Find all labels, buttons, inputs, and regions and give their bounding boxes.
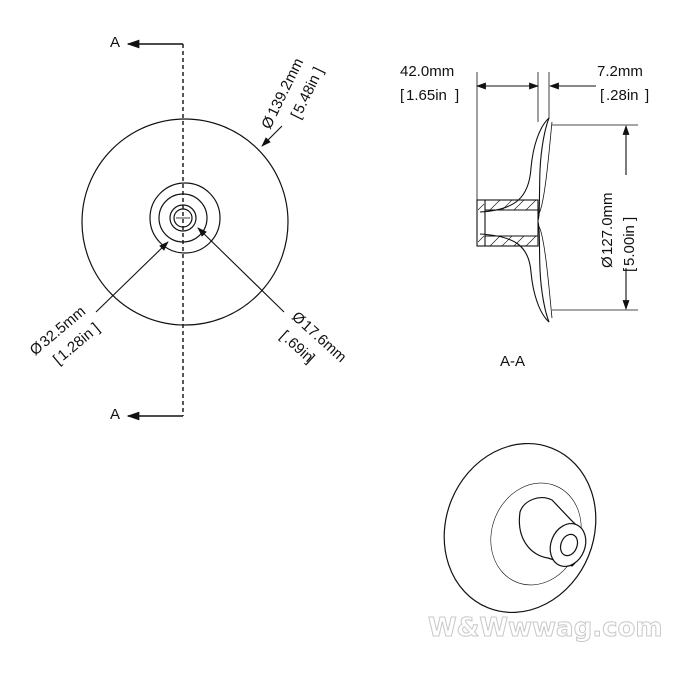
svg-text:[: [	[400, 87, 405, 104]
section-flange-outer	[479, 117, 550, 213]
watermark: W&W wwag.com	[428, 613, 663, 644]
svg-text:[: [	[621, 267, 638, 272]
thickness-mm: 7.2mm	[597, 63, 643, 80]
svg-text:[: [	[600, 87, 605, 104]
face-diameter-mm: 127.0mm	[599, 192, 616, 255]
svg-text:]: ]	[455, 87, 459, 104]
section-marker-top: A	[110, 34, 120, 51]
section-cut-line	[126, 39, 190, 421]
hub-circle	[149, 182, 221, 254]
svg-text:]: ]	[621, 217, 638, 221]
section-view	[476, 72, 638, 323]
iso-bore	[559, 533, 579, 557]
outer-disc-circle	[81, 118, 289, 326]
section-flange-outer-lower	[479, 233, 550, 323]
svg-text:[: [	[288, 110, 305, 122]
svg-text:]: ]	[310, 65, 327, 76]
front-view	[81, 118, 289, 326]
watermark-site: wwag.com	[508, 613, 662, 643]
isometric-view	[443, 442, 597, 614]
thickness-in: .28in	[606, 87, 639, 104]
svg-text:]: ]	[645, 87, 649, 104]
outer-diameter-leader	[261, 125, 283, 147]
section-hub	[476, 199, 539, 247]
bore-diameter-leader	[197, 227, 285, 313]
depth-mm: 42.0mm	[400, 63, 454, 80]
section-view-label: A-A	[500, 353, 525, 370]
face-diameter-in: 5.00in	[621, 225, 638, 266]
watermark-brand: W&W	[428, 613, 508, 643]
depth-in: 1.65in	[406, 87, 447, 104]
hub-diameter-leader	[95, 241, 169, 313]
face-diameter-symbol: Ø	[599, 256, 616, 268]
section-marker-bottom: A	[110, 406, 120, 423]
section-flange-inner-lower	[537, 221, 550, 323]
